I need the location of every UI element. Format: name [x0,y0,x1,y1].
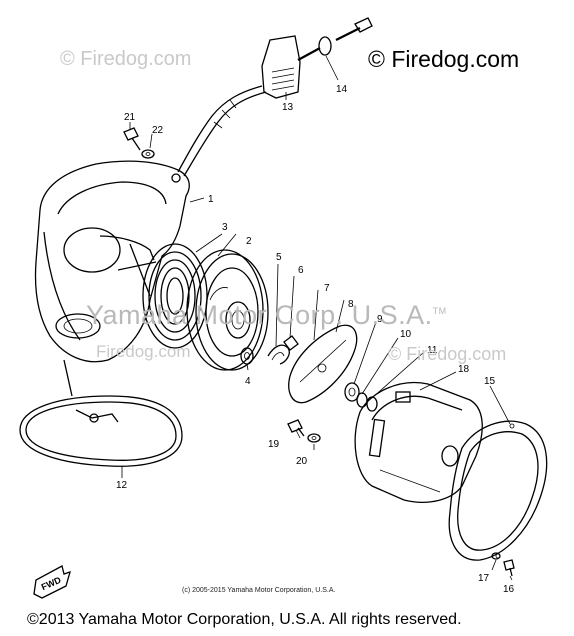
washer-4-part [240,347,254,365]
callout-16: 16 [503,584,515,595]
washer-22-part [141,149,155,159]
callout-13: 13 [282,102,294,113]
rim-ring-part [448,420,548,561]
callout-12: 12 [116,480,128,491]
recoil-spring-part [142,243,208,349]
pawl-part [283,335,299,351]
callout-1: 1 [208,194,214,205]
callout-9: 9 [377,314,383,325]
watermark-center: Yamaha Motor Corp. U.S.A.TM [86,300,447,331]
fine-print-copyright: (c) 2005-2015 Yamaha Motor Corporation, … [182,587,336,594]
bolt-19-part [287,419,305,437]
washer-10-part [356,392,368,408]
callout-21: 21 [124,112,136,123]
starter-housing-part [34,160,190,363]
friction-spring-part [267,344,290,365]
callout-2: 2 [246,236,252,247]
callout-14: 14 [336,84,348,95]
ratchet-plate-part [288,324,358,404]
watermark-trademark: TM [432,306,447,316]
washer-20-part [307,433,321,443]
callout-18: 18 [458,364,470,375]
callout-numbers: 1 2 3 4 5 6 7 8 9 10 11 12 13 14 15 16 1… [116,84,515,595]
watermark-center-right: © Firedog.com [388,344,507,364]
connector-plug-part [297,17,373,61]
starter-rope-part [19,359,183,467]
screw-16-part [503,559,515,577]
watermark-center-text: Yamaha Motor Corp. U.S.A. [86,300,433,330]
callout-5: 5 [276,252,282,263]
callout-17: 17 [478,573,490,584]
watermark-top-right: © Firedog.com [368,46,520,72]
callout-15: 15 [484,376,496,387]
watermark-center-left: Firedog.com [96,342,191,361]
nut-9-part [344,382,360,402]
callout-19: 19 [268,439,280,450]
callout-22: 22 [152,125,164,136]
wire-harness-part [177,85,267,177]
callout-10: 10 [400,329,412,340]
connector-housing-part [261,35,301,99]
fwd-arrow-icon: FWD [33,565,71,599]
callout-6: 6 [298,265,304,276]
washer-17-part [491,552,501,560]
starter-cup-part [354,382,483,503]
footer-copyright: ©2013 Yamaha Motor Corporation, U.S.A. A… [27,611,462,628]
callout-20: 20 [296,456,308,467]
callout-3: 3 [222,222,228,233]
callout-8: 8 [348,299,354,310]
washer-11-part [366,396,378,412]
callout-leaders [121,55,513,581]
rope-pulley-part [186,249,269,371]
callout-11: 11 [427,345,438,356]
bolt-21-part [123,127,141,151]
callout-7: 7 [324,283,330,294]
watermark-top-left: © Firedog.com [60,48,192,70]
callout-4: 4 [245,376,251,387]
